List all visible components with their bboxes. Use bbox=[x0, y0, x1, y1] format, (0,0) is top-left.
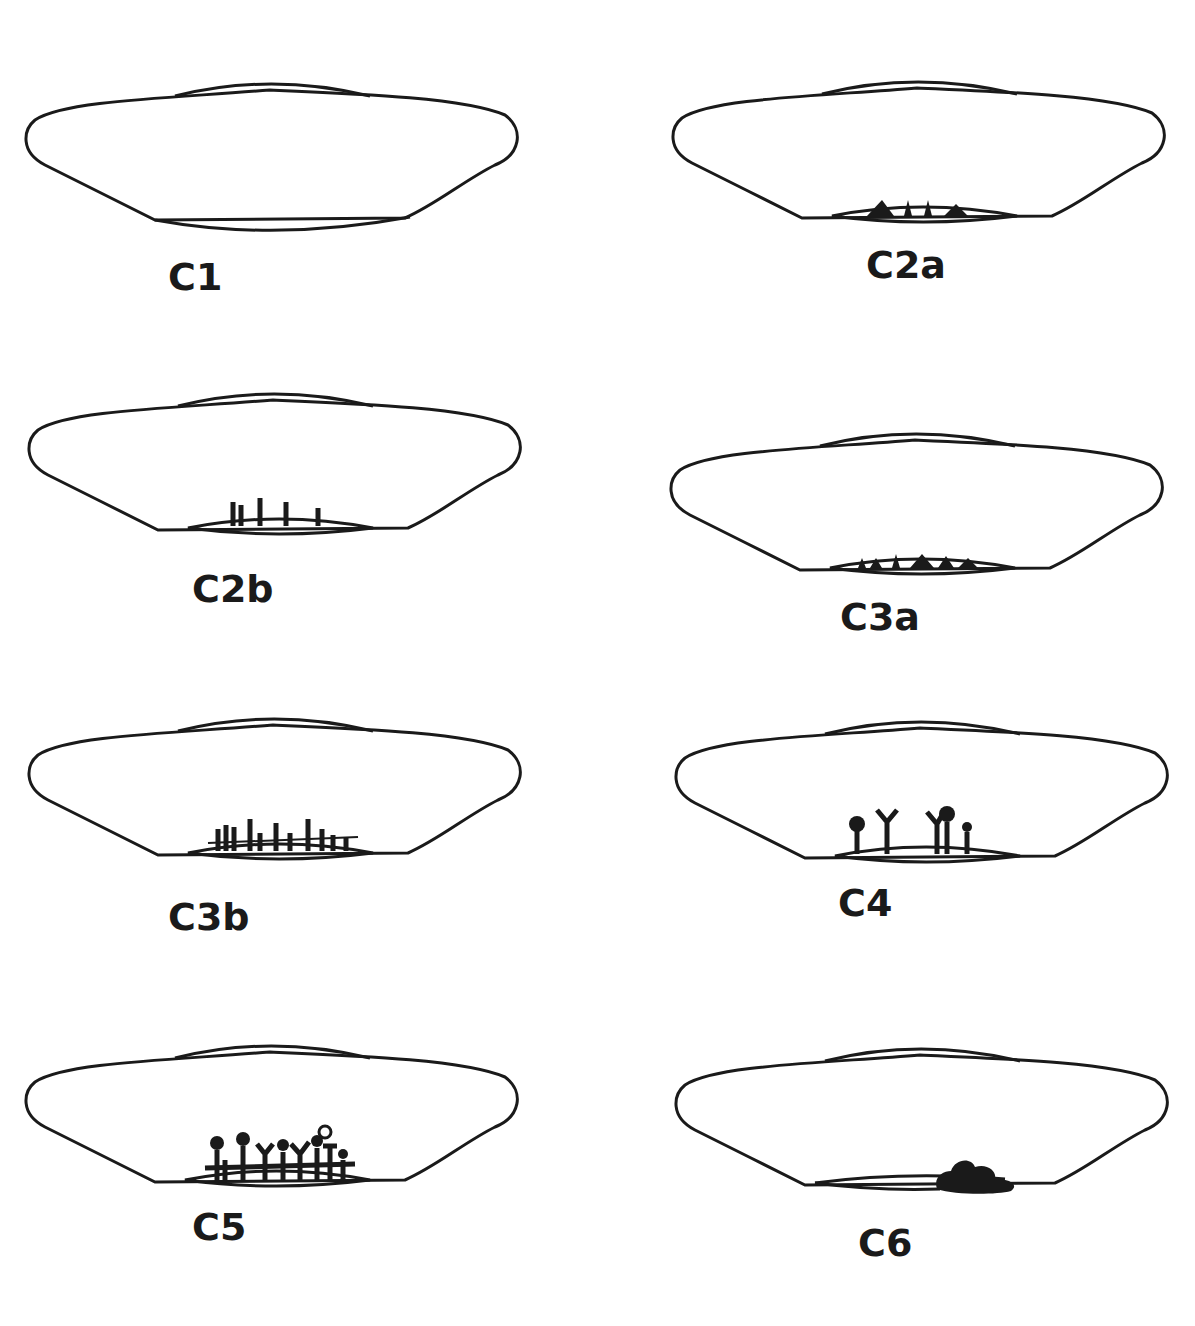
section-label: C5 bbox=[192, 1208, 246, 1246]
section-c1 bbox=[26, 84, 517, 230]
section-label: C2a bbox=[866, 246, 946, 284]
section-label: C2b bbox=[192, 570, 274, 608]
section-c4 bbox=[676, 722, 1167, 862]
section-c2b bbox=[29, 394, 520, 534]
section-label: C3b bbox=[168, 898, 250, 936]
section-c3b bbox=[29, 719, 520, 859]
section-label: C1 bbox=[168, 258, 222, 296]
section-label: C4 bbox=[838, 884, 892, 922]
section-c6 bbox=[676, 1049, 1167, 1194]
section-c3a bbox=[671, 434, 1162, 574]
section-label: C6 bbox=[858, 1224, 912, 1262]
section-c2a bbox=[673, 82, 1164, 222]
section-c5 bbox=[26, 1046, 517, 1186]
section-label: C3a bbox=[840, 598, 920, 636]
